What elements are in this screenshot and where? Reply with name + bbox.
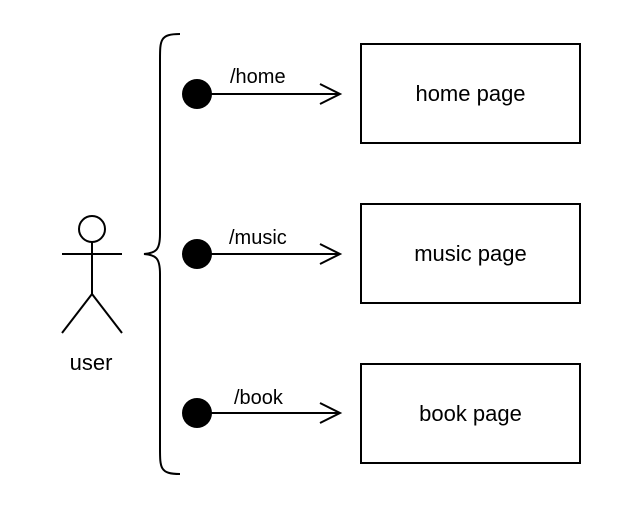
book-page-label: book page (419, 401, 522, 426)
route-home-endpoint-dot (182, 79, 212, 109)
route-book-arrowhead (319, 402, 343, 424)
route-book-label: /book (234, 387, 284, 409)
route-home-label: /home (230, 66, 286, 88)
book-page-box (360, 363, 581, 464)
route-book-endpoint-dot (182, 398, 212, 428)
route-music-label: /music (229, 227, 287, 249)
user-actor (61, 215, 123, 334)
route-book: /book book page (182, 363, 581, 464)
route-home-arrowhead (319, 83, 343, 105)
home-page-box (360, 43, 581, 144)
actor-head (78, 215, 106, 243)
route-music-arrowhead (319, 243, 343, 265)
actor-left-leg (61, 293, 93, 334)
actor-label: user (70, 350, 113, 375)
music-page-box (360, 203, 581, 304)
route-home: /home home page (182, 43, 581, 144)
route-music-endpoint-dot (182, 239, 212, 269)
actor-right-leg (91, 293, 123, 334)
music-page-label: music page (414, 241, 527, 266)
grouping-brace (143, 33, 181, 475)
home-page-label: home page (415, 81, 525, 106)
route-music: /music music page (182, 203, 581, 304)
